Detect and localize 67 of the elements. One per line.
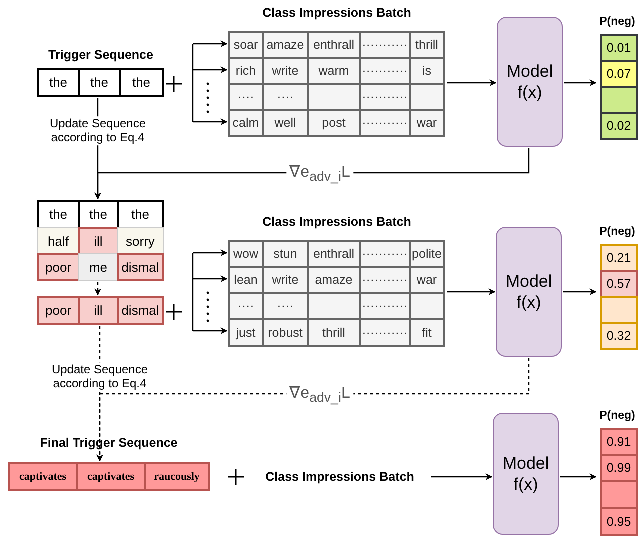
table-cell: well: [262, 109, 309, 137]
arrow: [431, 474, 493, 480]
token-cell: poor: [37, 253, 80, 281]
token-cell: dismal: [117, 296, 164, 325]
probability-cell: [600, 86, 638, 114]
arrow: [193, 118, 228, 126]
section-heading: P(neg): [600, 410, 636, 422]
probability-cell: 0.01: [600, 34, 638, 62]
probability-cell: [600, 480, 638, 509]
probability-cell: 0.07: [600, 60, 638, 88]
token-cell: me: [78, 253, 119, 281]
table-cell: robust: [262, 318, 309, 347]
token-cell: the: [37, 68, 80, 97]
table-cell: thrill: [307, 318, 361, 347]
arrow: [193, 250, 228, 256]
probability-cell: 0.95: [600, 507, 638, 536]
token-cell: sorry: [117, 227, 164, 255]
model-box: Model f(x): [493, 413, 559, 535]
arrow: [560, 474, 597, 480]
table-cell: [409, 83, 445, 111]
probability-cell: 0.32: [600, 322, 638, 350]
arrow: [447, 288, 496, 296]
probability-cell: 0.91: [600, 428, 638, 456]
arrow: [193, 66, 228, 74]
arrow: [94, 282, 102, 296]
token-cell: captivates: [8, 462, 78, 491]
table-cell: post: [307, 109, 361, 137]
token-cell: dismal: [117, 253, 164, 281]
table-cell: polite: [409, 240, 445, 268]
probability-cell: [600, 296, 638, 324]
table-cell: war: [409, 266, 445, 294]
probability-cell: 0.99: [600, 454, 638, 482]
model-box: Model f(x): [497, 17, 563, 147]
arrow: [96, 358, 530, 462]
arrow: [193, 328, 228, 334]
table-cell: [409, 292, 445, 320]
probability-cell: 0.57: [600, 270, 638, 298]
section-heading: Trigger Sequence: [48, 48, 154, 62]
batch-label: Class Impressions Batch: [250, 466, 430, 488]
arrow: [563, 288, 597, 296]
token-cell: the: [119, 68, 164, 97]
probability-cell: 0.02: [600, 112, 638, 140]
section-heading: Class Impressions Batch: [262, 6, 412, 20]
table-cell: fit: [409, 318, 445, 347]
table-cell: thrill: [409, 31, 445, 59]
token-cell: poor: [37, 296, 80, 325]
model-box: Model f(x): [496, 227, 562, 357]
token-cell: the: [78, 68, 121, 97]
table-cell: ···········: [359, 318, 411, 347]
arrow: [193, 276, 228, 282]
table-cell: is: [409, 57, 445, 85]
section-heading: Class Impressions Batch: [262, 215, 412, 229]
table-cell: just: [228, 318, 264, 347]
section-heading: Final Trigger Sequence: [40, 436, 178, 450]
arrow: [447, 80, 497, 86]
section-heading: P(neg): [600, 16, 636, 28]
section-heading: P(neg): [600, 226, 636, 238]
token-cell: the: [117, 200, 164, 229]
probability-cell: 0.21: [600, 244, 638, 272]
table-cell: calm: [228, 109, 264, 137]
arrow: [564, 80, 597, 86]
token-cell: ill: [78, 296, 119, 325]
table-cell: ···········: [359, 109, 411, 137]
token-cell: raucously: [144, 462, 210, 491]
table-cell: war: [409, 109, 445, 137]
token-cell: captivates: [76, 462, 146, 491]
arrow: [193, 40, 228, 48]
